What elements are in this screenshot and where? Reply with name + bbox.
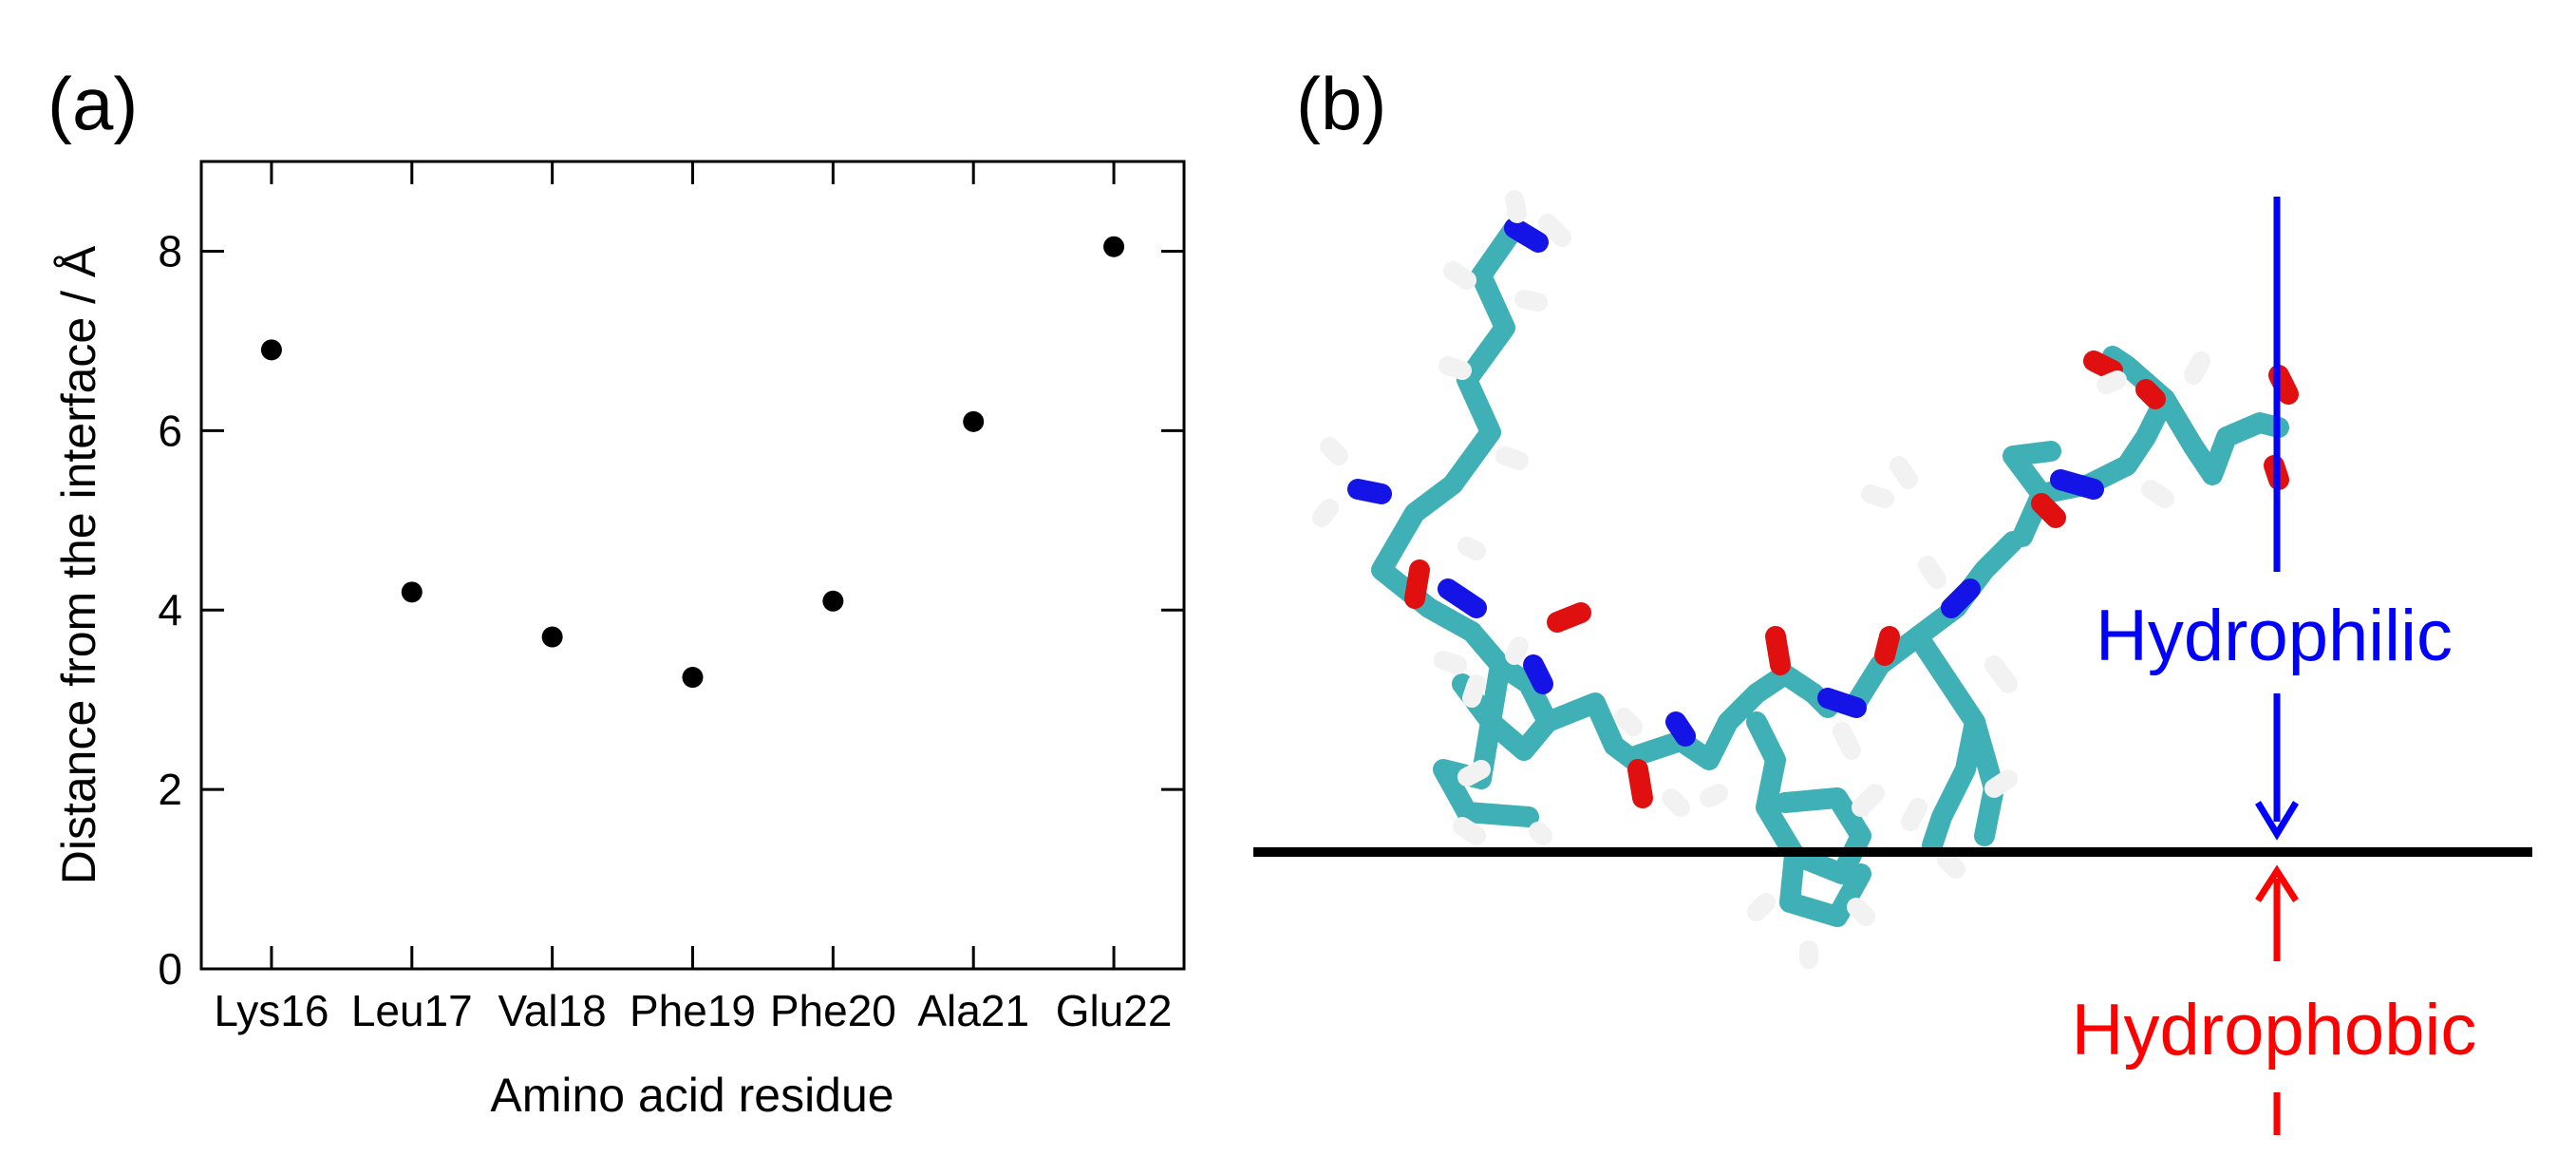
y-tick-label: 0 [158,944,182,994]
x-tick-label: Lys16 [214,986,329,1035]
data-point-val18 [541,626,563,648]
hydrophobic-label: Hydrophobic [2072,990,2477,1071]
panel-label-b: (b) [1296,62,1387,145]
data-point-lys16 [260,339,282,361]
hydrogen-atoms [1312,190,2210,969]
x-tick-label: Val18 [498,986,607,1035]
nitrogen-atoms [1347,218,2104,747]
y-axis: 0 2 4 6 8 [158,226,1184,994]
scatter-chart: 0 2 4 6 8 Lys16 Leu17 Val18 Phe19 Phe20 Ala21 Glu2… [52,160,1186,1122]
hydrophilic-arrow-head [2255,801,2299,841]
y-tick-label: 8 [158,226,182,275]
x-tick-label: Phe20 [770,986,896,1035]
x-axis-title: Amino acid residue [490,1069,893,1122]
peptide-molecule-illustration [1312,190,2299,969]
x-tick-label: Phe19 [630,986,756,1035]
x-tick-label: Glu22 [1056,986,1173,1035]
hydrophilic-label: Hydrophilic [2096,596,2453,676]
data-point-leu17 [401,581,423,603]
plot-frame [199,160,1186,971]
y-tick-label: 2 [158,765,182,814]
y-axis-title: Distance from the interface / Å [52,245,105,884]
x-tick-label: Leu17 [351,986,473,1035]
data-point-glu22 [1103,236,1125,257]
x-axis: Lys16 Leu17 Val18 Phe19 Phe20 Ala21 Glu22 [214,161,1172,1035]
y-tick-label: 4 [158,585,182,635]
data-point-ala21 [963,410,985,432]
data-point-phe19 [682,667,704,689]
y-tick-label: 6 [158,406,182,455]
data-point-phe20 [822,590,844,612]
data-points [260,236,1125,689]
panel-label-a: (a) [47,62,139,145]
x-tick-label: Ala21 [917,986,1029,1035]
hydrophobic-arrow-head [2255,864,2299,902]
carbon-bonds [1371,218,2289,927]
